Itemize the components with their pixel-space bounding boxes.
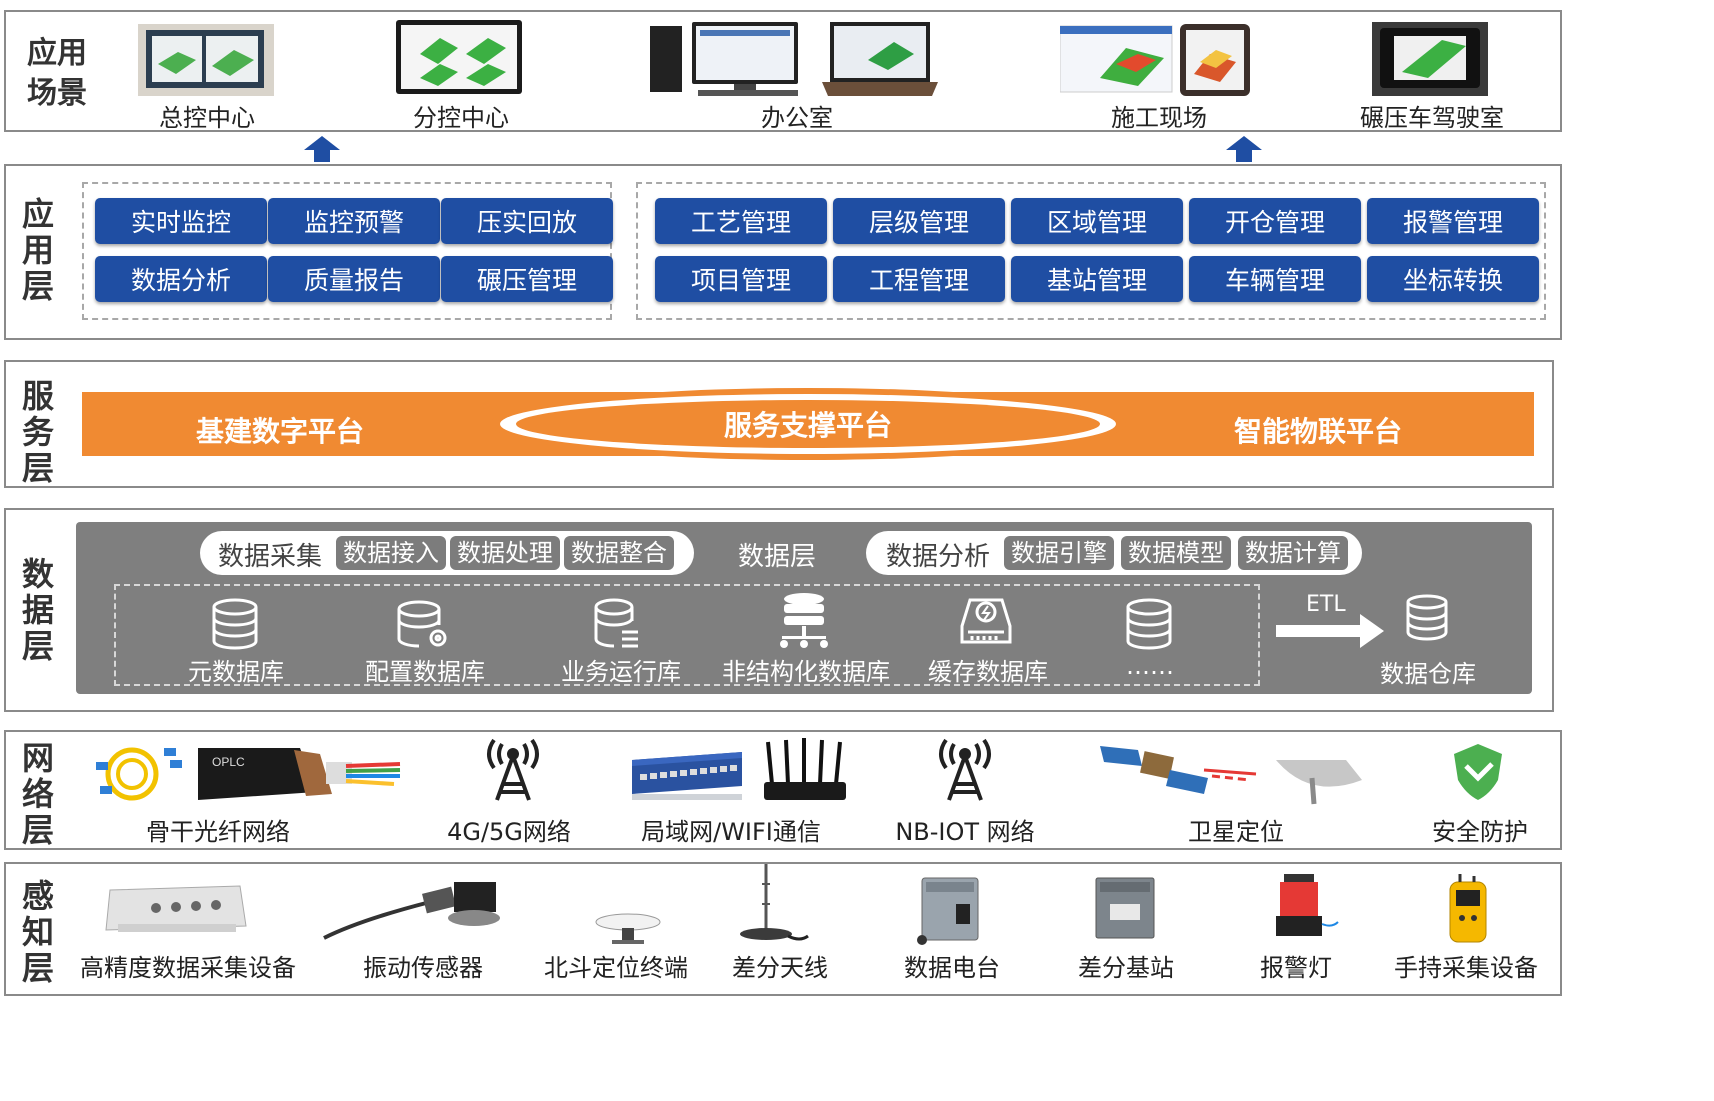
database-label: 配置数据库 [365, 658, 485, 686]
sensing-label: 报警灯 [1260, 954, 1332, 982]
differential-antenna-icon [730, 864, 810, 950]
app-module-button[interactable]: 车辆管理 [1189, 256, 1361, 302]
network-label: 卫星定位 [1188, 818, 1284, 846]
app-group-right [636, 182, 1546, 320]
up-arrow-icon [1226, 136, 1262, 166]
data-acquisition-box-icon [104, 880, 248, 942]
sensing-layer-title: 感知层 [21, 877, 54, 987]
data-warehouse-label: 数据仓库 [1380, 660, 1476, 688]
database-config-icon [396, 600, 452, 656]
wifi-router-icon [762, 738, 848, 808]
database-label: 业务运行库 [561, 658, 681, 686]
security-shield-icon [1452, 742, 1504, 806]
sensing-label: 差分基站 [1078, 954, 1174, 982]
office-computer-image [648, 20, 940, 100]
network-switch-icon [630, 748, 744, 806]
cell-tower-icon [482, 738, 544, 806]
database-list-icon [592, 598, 642, 654]
network-label: 局域网/WIFI通信 [641, 818, 821, 846]
network-label: 骨干光纤网络 [146, 818, 290, 846]
app-module-button[interactable]: 监控预警 [268, 198, 440, 244]
database-label: 非结构化数据库 [722, 658, 890, 686]
etl-label: ETL [1306, 592, 1346, 617]
data-layer-title: 数据层 [21, 555, 54, 665]
network-layer-title: 网络层 [21, 739, 54, 849]
scene-label: 办公室 [761, 104, 833, 132]
branch-control-monitor-image [396, 20, 522, 102]
sensing-label: 手持采集设备 [1394, 954, 1538, 982]
satellite-icon [1100, 740, 1378, 810]
data-collect-chip[interactable]: 数据整合 [564, 536, 674, 570]
database-label: 缓存数据库 [928, 658, 1048, 686]
app-module-button[interactable]: 工程管理 [833, 256, 1005, 302]
data-analysis-chip[interactable]: 数据引擎 [1004, 536, 1114, 570]
network-label: 4G/5G网络 [447, 818, 571, 846]
cache-disk-icon [960, 596, 1012, 650]
app-module-button[interactable]: 实时监控 [95, 198, 267, 244]
app-module-button[interactable]: 工艺管理 [655, 198, 827, 244]
data-collect-label: 数据采集 [218, 542, 323, 572]
construction-site-image [1059, 24, 1252, 100]
service-platform-left: 基建数字平台 [196, 415, 365, 448]
sensing-label: 高精度数据采集设备 [80, 954, 296, 982]
differential-base-station-icon [1092, 874, 1158, 946]
network-label: NB-IOT 网络 [895, 818, 1035, 846]
sensing-label: 振动传感器 [363, 954, 483, 982]
sensing-label: 差分天线 [732, 954, 828, 982]
service-platform-right: 智能物联平台 [1234, 415, 1403, 448]
alarm-light-icon [1262, 872, 1340, 950]
scene-layer-title: 应用场景 [27, 36, 87, 111]
data-radio-icon [916, 874, 986, 950]
app-module-button[interactable]: 项目管理 [655, 256, 827, 302]
database-icon [1124, 598, 1174, 654]
fiber-optic-cable-icon: OPLC [94, 740, 404, 810]
app-module-button[interactable]: 数据分析 [95, 256, 267, 302]
app-module-button[interactable]: 基站管理 [1011, 256, 1183, 302]
data-collect-chip[interactable]: 数据接入 [336, 536, 446, 570]
app-module-button[interactable]: 层级管理 [833, 198, 1005, 244]
scene-label: 总控中心 [159, 104, 255, 132]
data-analysis-chip[interactable]: 数据模型 [1121, 536, 1231, 570]
roller-cab-image [1372, 22, 1488, 100]
scene-label: 分控中心 [413, 104, 509, 132]
etl-arrow-icon [1276, 614, 1384, 652]
control-center-screen-image [138, 24, 274, 100]
sensing-label: 数据电台 [904, 954, 1000, 982]
database-label: 元数据库 [188, 658, 284, 686]
app-module-button[interactable]: 质量报告 [268, 256, 440, 302]
app-module-button[interactable]: 报警管理 [1367, 198, 1539, 244]
database-label: …… [1126, 652, 1174, 680]
data-collect-chip[interactable]: 数据处理 [450, 536, 560, 570]
data-analysis-label: 数据分析 [886, 542, 991, 572]
vibration-sensor-icon [320, 880, 510, 946]
service-platform-center: 服务支撑平台 [724, 409, 893, 442]
database-group [114, 584, 1260, 686]
fiber-brand-text: OPLC [212, 755, 245, 769]
app-band [4, 164, 1562, 340]
scene-label: 施工现场 [1111, 104, 1207, 132]
app-module-button[interactable]: 区域管理 [1011, 198, 1183, 244]
sensing-label: 北斗定位终端 [544, 954, 688, 982]
app-layer-title: 应用层 [21, 195, 54, 305]
app-module-button[interactable]: 开仓管理 [1189, 198, 1361, 244]
data-warehouse-icon [1404, 594, 1450, 646]
service-layer-title: 服务层 [21, 377, 54, 487]
beidou-terminal-icon [592, 912, 662, 950]
app-group-left [82, 182, 612, 320]
data-analysis-chip[interactable]: 数据计算 [1238, 536, 1348, 570]
app-module-button[interactable]: 坐标转换 [1367, 256, 1539, 302]
scene-label: 碾压车驾驶室 [1360, 104, 1504, 132]
data-layer-center-title: 数据层 [738, 542, 817, 572]
database-icon [210, 598, 260, 654]
handheld-collector-icon [1440, 872, 1494, 950]
network-label: 安全防护 [1432, 818, 1528, 846]
up-arrow-icon [304, 136, 340, 166]
nb-iot-tower-icon [934, 738, 996, 806]
service-platform-bar [82, 388, 1534, 464]
database-network-icon [778, 592, 830, 656]
app-module-button[interactable]: 压实回放 [441, 198, 613, 244]
app-module-button[interactable]: 碾压管理 [441, 256, 613, 302]
